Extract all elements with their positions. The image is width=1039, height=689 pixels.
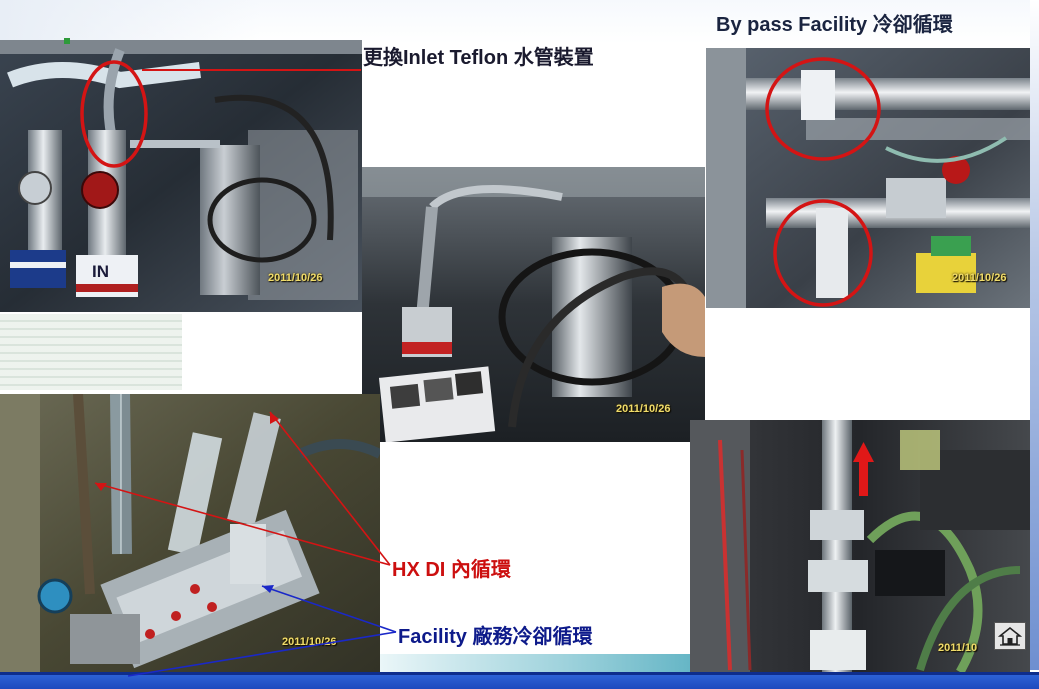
- photo-date-stamp: 2011/10/26: [616, 403, 671, 415]
- slide-right-edge-strip: [1030, 0, 1039, 670]
- photo-bottom-left: 2011/10/26: [0, 394, 380, 672]
- photo-top-left: 2011/10/26 IN: [0, 40, 362, 312]
- photo-date-stamp: 2011/10/26: [268, 272, 323, 284]
- home-button[interactable]: [994, 622, 1026, 650]
- photo-date-stamp: 2011/10: [938, 642, 978, 654]
- valve-in-tag: IN: [92, 262, 109, 281]
- footer-accent-band: [380, 654, 690, 672]
- photo-date-stamp: 2011/10/26: [282, 636, 337, 648]
- label-teflon-replacement: 更換Inlet Teflon 水管裝置: [363, 47, 594, 69]
- label-hx-di-loop: HX DI 內循環: [392, 559, 511, 581]
- photo-top-right: 2011/10/26: [706, 48, 1030, 308]
- slide-title: By pass Facility 冷卻循環: [716, 14, 953, 36]
- footer-bar: [0, 672, 1039, 689]
- slide-header-band: [0, 0, 1039, 44]
- faded-document-strip: [0, 314, 182, 390]
- label-facility-cooling: Facility 廠務冷卻循環: [398, 626, 593, 648]
- photo-bottom-right: 2011/10: [690, 420, 1030, 672]
- photo-date-stamp: 2011/10/26: [952, 272, 1007, 284]
- photo-center: 2011/10/26: [362, 167, 705, 442]
- home-icon: [998, 626, 1022, 646]
